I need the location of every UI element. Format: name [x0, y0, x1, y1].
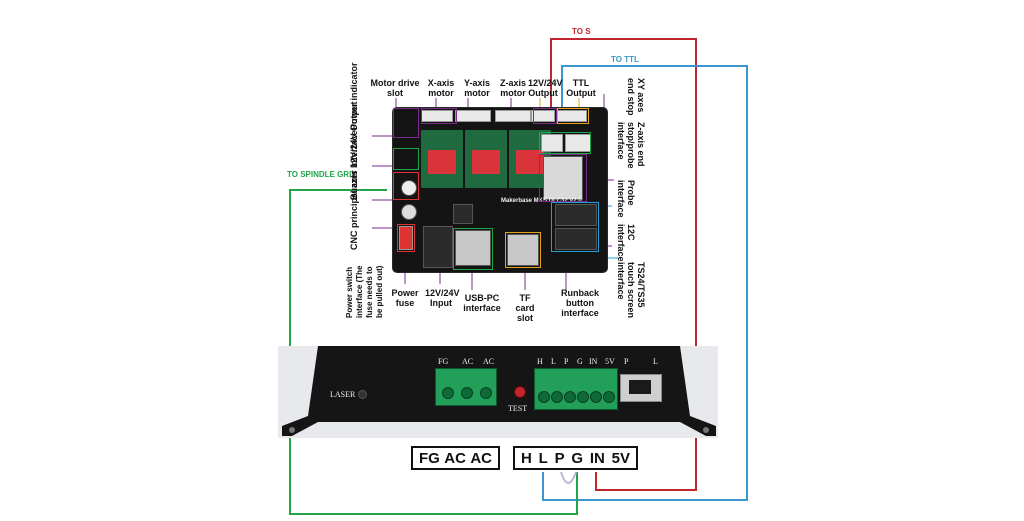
pinout-group-b: H L P G IN 5V	[513, 446, 638, 470]
xy-axes-end-stop-label: XY axes end stop	[626, 78, 646, 116]
output-12v24v-top-label: 12V/24V Output	[528, 78, 563, 98]
terminal-a-label-1: AC	[462, 357, 474, 366]
runback-button-interface-label: Runback button interface	[560, 288, 599, 318]
pin-label: FG	[419, 449, 440, 467]
power-fuse-label: Power fuse	[391, 288, 419, 308]
cnc-principal-axis-label: CNC principal axis	[349, 170, 359, 250]
pin-label: P	[554, 449, 565, 467]
pin-label: AC	[470, 449, 492, 467]
terminal-b-label-0: H	[537, 357, 543, 366]
z-axis-motor-label: Z-axis motor	[499, 78, 526, 98]
pin-label: L	[538, 449, 548, 467]
to-spindle-grd-label: TO SPINDLE GRD	[287, 170, 355, 179]
pin-label: IN	[589, 449, 605, 467]
pin-label: 5V	[611, 449, 630, 467]
terminal-b-label-2: P	[564, 357, 569, 366]
tf-card-slot-label: TF card slot	[515, 293, 535, 323]
terminal-c-label-0: P	[624, 357, 629, 366]
pin-label: H	[521, 449, 532, 467]
terminal-a-label-0: FG	[438, 357, 449, 366]
y-axis-motor-label: Y-axis motor	[463, 78, 491, 98]
terminal-b-label-5: 5V	[605, 357, 615, 366]
driver-enclosure-mounts	[282, 346, 716, 436]
terminal-b-label-4: IN	[589, 357, 598, 366]
x-axis-motor-label: X-axis motor	[427, 78, 455, 98]
terminal-a-label-2: AC	[483, 357, 495, 366]
input-12v24v-label: 12V/24V Input	[425, 288, 460, 308]
terminal-block-a	[435, 368, 497, 406]
pin-label: AC	[444, 449, 466, 467]
z-axis-end-stop-label: Z-axis end stop/probe interface	[616, 122, 646, 169]
laser-port	[358, 390, 367, 399]
to-s-label: TO S	[572, 27, 591, 36]
test-button[interactable]	[514, 386, 526, 398]
ts24-ts35-label: TS24/TS35 touch screen interface	[616, 262, 646, 319]
power-switch-interface-label: Power switch interface (The fuse needs t…	[345, 265, 384, 318]
probe-interface-label: Probe interface	[616, 180, 636, 218]
test-label: TEST	[508, 404, 528, 413]
control-board: Makerbase MKS DLC32 V2.0	[393, 108, 607, 272]
blue-wire	[542, 65, 748, 501]
pin-label: G	[571, 449, 584, 467]
green-wire	[289, 189, 578, 515]
laser-label: LASER	[330, 390, 356, 399]
i2c-interface-label: 12C interface	[616, 224, 636, 262]
motor-drive-slot-label: Motor drive slot	[370, 78, 420, 98]
red-wire	[550, 38, 697, 491]
terminal-c-label-1: L	[653, 357, 658, 366]
terminal-b-label-3: G	[577, 357, 583, 366]
ttl-output-label: TTL Output	[566, 78, 596, 98]
usb-pc-interface-label: USB-PC interface	[463, 293, 501, 313]
terminal-b-label-1: L	[551, 357, 556, 366]
terminal-block-b	[534, 368, 618, 410]
driver-enclosure: LASER FG AC AC TEST H L P G IN 5V P L	[318, 346, 680, 422]
to-ttl-label: TO TTL	[611, 55, 639, 64]
pinout-group-a: FG AC AC	[411, 446, 500, 470]
rj45-port[interactable]	[620, 374, 662, 402]
jumper-wire	[560, 471, 577, 484]
